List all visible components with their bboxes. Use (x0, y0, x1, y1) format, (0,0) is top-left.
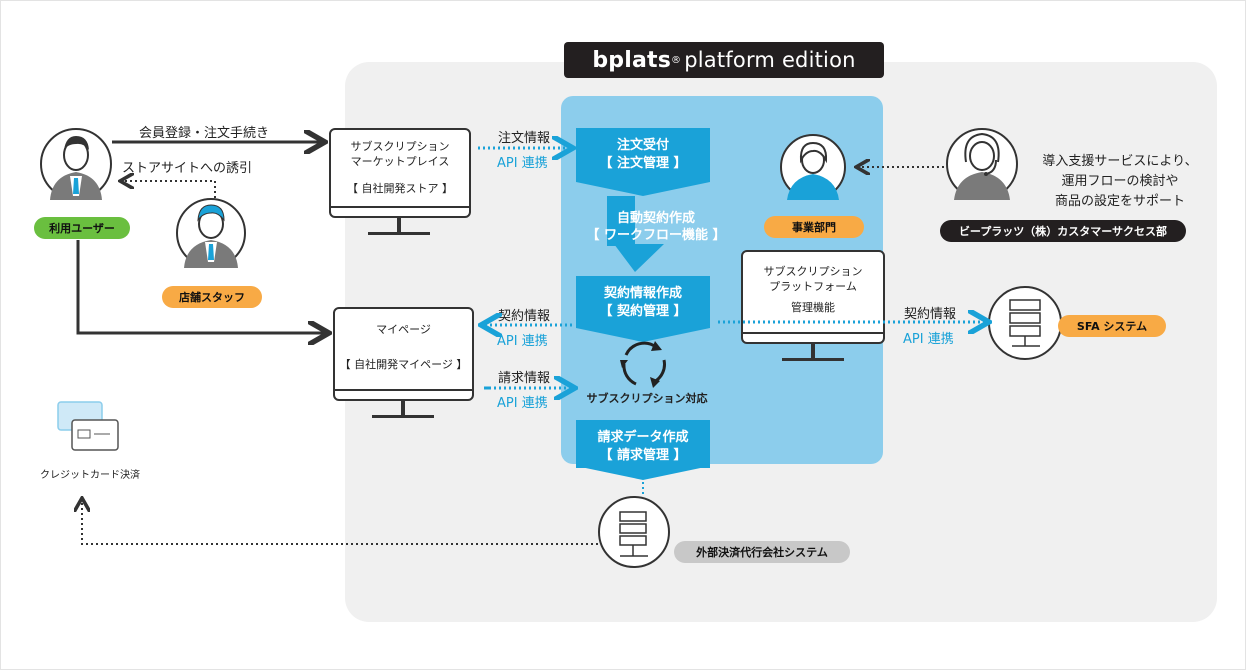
billing-chevron (576, 466, 710, 480)
platform-monitor-line2: プラットフォーム (769, 280, 857, 293)
store-monitor-line3: 【 自社開発ストア 】 (347, 182, 453, 195)
sfa-badge: SFA システム (1058, 315, 1166, 337)
flow-stem-1 (607, 196, 635, 246)
store-staff-badge: 店舗スタッフ (162, 286, 262, 308)
store-staff-person-icon (184, 204, 238, 268)
platform-monitor-line1: サブスクリプション (763, 265, 863, 278)
order-info-label: 注文情報 (498, 131, 551, 146)
support-line1: 導入支援サービスにより、 (1042, 154, 1198, 169)
registered-mark: ® (671, 54, 682, 66)
business-person-icon (787, 141, 839, 200)
support-line3: 商品の設定をサポート (1054, 194, 1185, 209)
order-api-label: API 連携 (497, 156, 548, 171)
support-description: 導入支援サービスにより、 運用フローの検討や 商品の設定をサポート (1030, 152, 1210, 212)
billing-process: 請求データ作成【 請求管理 】 (576, 420, 710, 468)
user-badge: 利用ユーザー (34, 217, 130, 239)
contract-process-title: 契約情報作成 (603, 286, 682, 301)
order-chevron (576, 182, 710, 196)
contract-api-label: API 連携 (497, 334, 548, 349)
mypage-monitor-line2: 【 自社開発マイページ 】 (339, 358, 468, 371)
credit-card-icon (57, 401, 119, 451)
success-team-badge: ビープラッツ（株）カスタマーサクセス部 (940, 220, 1186, 242)
contract-chevron (576, 328, 710, 342)
auto-contract-label: 自動契約作成 【 ワークフロー機能 】 (566, 210, 746, 244)
order-process-sub: 【 注文管理 】 (599, 156, 687, 171)
billing-process-title: 請求データ作成 (597, 430, 689, 445)
support-line2: 運用フローの検討や (1061, 174, 1179, 189)
auto-contract-title: 自動契約作成 (616, 211, 695, 226)
platform-title: bplats ® platform edition (564, 42, 884, 78)
payment-badge: 外部決済代行会社システム (674, 541, 850, 563)
platform-monitor-line3: 管理機能 (791, 301, 835, 314)
sfa-info-label: 契約情報 (904, 307, 957, 322)
user-person-icon (50, 136, 102, 200)
mypage-monitor-line1: マイページ (376, 323, 431, 336)
edition-name: platform edition (684, 48, 856, 72)
subscription-cycle-label: サブスクリプション対応 (586, 392, 708, 405)
payment-arrow (82, 500, 598, 545)
mypage-monitor: マイページ 【 自社開発マイページ 】 (333, 307, 474, 401)
sfa-api-label: API 連携 (903, 332, 954, 347)
credit-card-label: クレジットカード決済 (40, 470, 140, 481)
register-label: 会員登録・注文手続き (139, 126, 270, 141)
headset-person-icon (954, 132, 1010, 200)
contract-process-sub: 【 契約管理 】 (599, 304, 687, 319)
billing-info-label: 請求情報 (498, 371, 551, 386)
user-mypage-arrow (76, 240, 326, 333)
order-process-title: 注文受付 (616, 138, 669, 153)
store-monitor: サブスクリプション マーケットプレイス 【 自社開発ストア 】 (329, 128, 471, 218)
sfa-server-icon (1009, 299, 1041, 347)
billing-process-sub: 【 請求管理 】 (599, 448, 687, 463)
invite-label: ストアサイトへの誘引 (122, 161, 253, 176)
platform-monitor: サブスクリプション プラットフォーム 管理機能 (741, 250, 885, 344)
auto-contract-sub: 【 ワークフロー機能 】 (586, 228, 726, 243)
brand-name: bplats (592, 47, 672, 73)
flow-chevron-1 (614, 244, 664, 272)
store-monitor-line1: サブスクリプション (350, 140, 450, 153)
contract-process: 契約情報作成【 契約管理 】 (576, 276, 710, 328)
contract-info-label: 契約情報 (498, 309, 551, 324)
business-dept-badge: 事業部門 (764, 216, 864, 238)
invite-arrow (122, 181, 216, 198)
billing-api-label: API 連携 (497, 396, 548, 411)
order-process: 注文受付【 注文管理 】 (576, 128, 710, 182)
payment-server-icon (619, 511, 648, 557)
store-monitor-line2: マーケットプレイス (350, 155, 450, 168)
